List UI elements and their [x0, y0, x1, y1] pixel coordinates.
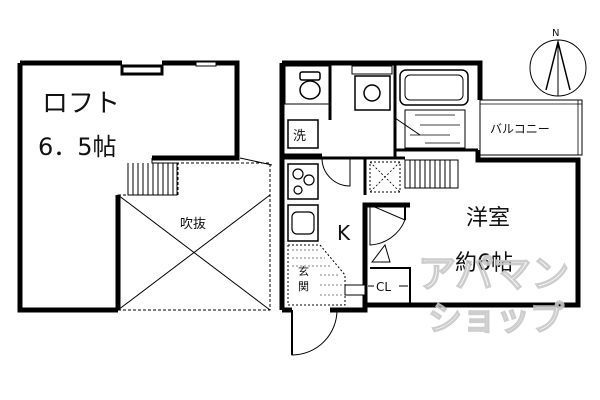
void-area [117, 157, 273, 311]
kitchen: K [287, 163, 351, 245]
room-door [369, 204, 406, 246]
balcony: バルコニー [479, 99, 583, 156]
bathtub-icon [399, 69, 469, 106]
balcony-label: バルコニー [490, 122, 550, 136]
loft-window [120, 64, 164, 76]
stove [287, 163, 319, 200]
loft-walls [17, 60, 240, 313]
closet-label: CL [376, 280, 391, 294]
loft-ladder [127, 158, 178, 196]
watermark-line-1: アパマン [418, 252, 569, 296]
closet: CL [368, 243, 411, 305]
entrance-label-1: 玄 [298, 264, 309, 278]
western-room-area: 約6帖 [455, 251, 513, 276]
toilet-room [284, 63, 332, 120]
entrance-label-2: 関 [298, 280, 309, 293]
loft-label: ロフト [42, 89, 120, 119]
toilet-icon [299, 80, 321, 100]
watermark-line-2: ショップ [428, 299, 564, 339]
washer-label: 洗 [293, 129, 306, 144]
burner-icon [303, 174, 315, 186]
pipe-shaft [369, 161, 401, 193]
loft-vent [195, 61, 217, 67]
compass-letter: N [552, 28, 559, 39]
burner-icon [293, 185, 303, 195]
corridor-door [321, 157, 351, 187]
entrance-door [291, 309, 338, 356]
stairs [404, 159, 459, 189]
burner-icon [292, 168, 304, 180]
wash-basin [351, 65, 393, 111]
compass-icon: N [529, 28, 587, 97]
bathroom [393, 63, 478, 158]
watermark-logo: アパマン ショップ [417, 251, 570, 339]
void-label: 吹抜 [180, 216, 206, 232]
loft-area-label: 6．5帖 [38, 133, 117, 161]
main-floor: バルコニー 洗 K [279, 60, 583, 356]
main-walls [279, 60, 581, 313]
kitchen-label: K [337, 221, 351, 245]
sink-icon [363, 84, 381, 102]
entrance: 玄 関 [287, 244, 366, 356]
western-room-label: 洋室 [466, 206, 510, 231]
toilet-tank [299, 71, 321, 81]
kitchen-sink [287, 204, 319, 242]
washer-space: 洗 [282, 119, 322, 157]
loft-area: ロフト 6．5帖 吹抜 [17, 60, 273, 313]
